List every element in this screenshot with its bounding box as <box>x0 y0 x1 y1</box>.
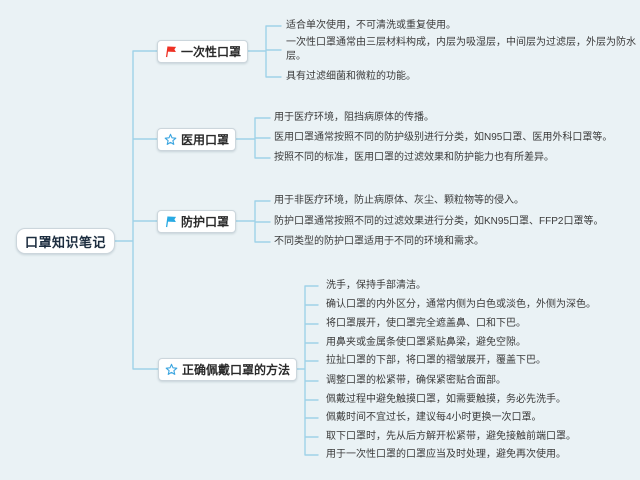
leaf-note[interactable]: 拉扯口罩的下部，将口罩的褶皱展开，覆盖下巴。 <box>326 355 546 366</box>
leaf-note[interactable]: 按照不同的标准，医用口罩的过滤效果和防护能力也有所差异。 <box>274 152 554 163</box>
leaf-note[interactable]: 具有过滤细菌和微粒的功能。 <box>286 71 416 82</box>
leaf-note[interactable]: 用于医疗环境，阻挡病原体的传播。 <box>274 112 434 123</box>
root-label: 口罩知识笔记 <box>25 234 107 250</box>
leaf-note[interactable]: 佩戴时间不宜过长，建议每4小时更换一次口罩。 <box>326 412 542 423</box>
branch-node-wearing-method[interactable]: 正确佩戴口罩的方法 <box>158 358 298 381</box>
star-icon <box>164 133 177 146</box>
red-flag-icon <box>164 45 177 58</box>
branch-node-disposable-mask[interactable]: 一次性口罩 <box>157 40 249 63</box>
branch-label: 正确佩戴口罩的方法 <box>182 363 291 377</box>
root-node[interactable]: 口罩知识笔记 <box>16 228 116 254</box>
leaf-note[interactable]: 防护口罩通常按照不同的过滤效果进行分类，如KN95口罩、FFP2口罩等。 <box>274 216 604 227</box>
leaf-note[interactable]: 用鼻夹或金属条使口罩紧贴鼻梁，避免空隙。 <box>326 337 526 348</box>
leaf-note[interactable]: 不同类型的防护口罩适用于不同的环境和需求。 <box>274 236 484 247</box>
leaf-note[interactable]: 用于非医疗环境，防止病原体、灰尘、颗粒物等的侵入。 <box>274 195 524 206</box>
leaf-note[interactable]: 将口罩展开，使口罩完全遮盖鼻、口和下巴。 <box>326 318 526 329</box>
branch-label: 医用口罩 <box>181 133 230 147</box>
branch-node-medical-mask[interactable]: 医用口罩 <box>157 128 237 151</box>
branch-label: 防护口罩 <box>181 215 230 229</box>
star-icon <box>165 363 178 376</box>
leaf-note[interactable]: 洗手，保持手部清洁。 <box>326 280 426 291</box>
leaf-note[interactable]: 确认口罩的内外区分，通常内侧为白色或淡色，外侧为深色。 <box>326 299 596 310</box>
branch-label: 一次性口罩 <box>181 45 242 59</box>
leaf-note[interactable]: 适合单次使用，不可清洗或重复使用。 <box>286 20 456 31</box>
blue-flag-icon <box>164 215 177 228</box>
leaf-note[interactable]: 佩戴过程中避免触摸口罩，如需要触摸，务必先洗手。 <box>326 394 566 405</box>
branch-node-protective-mask[interactable]: 防护口罩 <box>157 210 237 233</box>
leaf-note[interactable]: 用于一次性口罩的口罩应当及时处理，避免再次使用。 <box>326 449 566 460</box>
leaf-note[interactable]: 取下口罩时，先从后方解开松紧带，避免接触前端口罩。 <box>326 431 576 442</box>
leaf-note[interactable]: 调整口罩的松紧带，确保紧密贴合面部。 <box>326 375 506 386</box>
leaf-note[interactable]: 医用口罩通常按照不同的防护级别进行分类，如N95口罩、医用外科口罩等。 <box>274 132 613 143</box>
leaf-note[interactable]: 一次性口罩通常由三层材料构成，内层为吸湿层，中间层为过滤层，外层为防水层。 <box>286 37 636 62</box>
